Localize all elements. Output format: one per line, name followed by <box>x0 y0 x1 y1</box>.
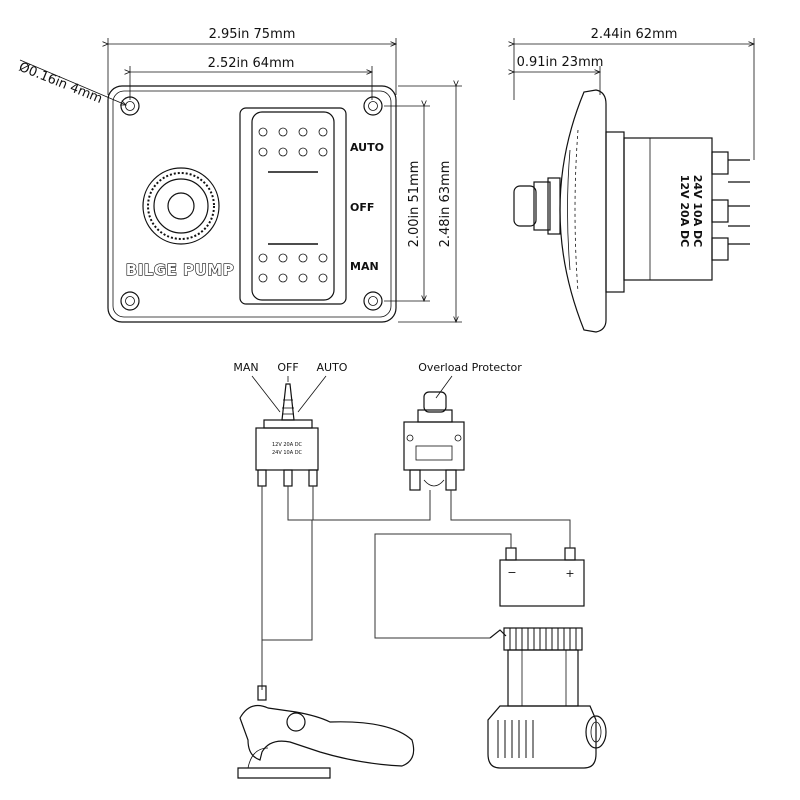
label-auto: AUTO <box>350 141 384 154</box>
side-breaker-knob <box>513 177 561 235</box>
dim-front-depth: 0.91in 23mm <box>514 55 603 95</box>
wiring-label-auto: AUTO <box>317 361 348 374</box>
screw-holes <box>120 96 383 311</box>
panel-inner-edge <box>112 90 392 318</box>
label-off: OFF <box>350 201 374 214</box>
dim-hole-spacing: 2.52in 64mm <box>130 56 372 100</box>
side-switch-body: 12V 20A DC 24V 10A DC <box>605 131 750 293</box>
protector-label: Overload Protector <box>418 361 522 374</box>
battery: − + <box>499 547 585 607</box>
side-view: 2.44in 62mm 0.91in 23mm <box>513 27 754 333</box>
dim-front-depth-label: 0.91in 23mm <box>517 55 604 70</box>
dim-hole-diameter-label: Ø0.16in 4mm <box>17 60 105 107</box>
wiring-toggle-switch: 12V 20A DC 24V 10A DC <box>255 383 319 487</box>
battery-plus: + <box>565 567 574 580</box>
dim-width: 2.95in 75mm <box>108 27 396 95</box>
rocker-switch <box>239 107 347 305</box>
wiring-diagram: MAN OFF AUTO 12V 20A DC 24V 10A DC Overl… <box>233 361 607 779</box>
dim-hole-vertical-label: 2.00in 51mm <box>407 161 422 248</box>
dim-height: 2.48in 63mm <box>398 86 462 322</box>
wiring-switch-rating-2: 24V 10A DC <box>272 450 303 456</box>
panel-plate <box>107 85 397 323</box>
dim-height-label: 2.48in 63mm <box>438 161 453 248</box>
breaker-button <box>142 167 220 245</box>
dim-hole-vertical: 2.00in 51mm <box>384 106 430 301</box>
wires <box>261 486 571 690</box>
label-man: MAN <box>350 260 379 273</box>
dim-depth: 2.44in 62mm <box>514 27 754 160</box>
brand-label: BILGE PUMP <box>126 261 234 279</box>
dim-width-label: 2.95in 75mm <box>209 27 296 42</box>
front-view: 2.95in 75mm 2.52in 64mm Ø0.16in 4mm <box>17 27 462 322</box>
float-switch <box>237 685 415 779</box>
wiring-label-off: OFF <box>277 361 298 374</box>
bilge-pump <box>487 627 607 769</box>
dim-depth-label: 2.44in 62mm <box>591 27 678 42</box>
wiring-switch-rating-1: 12V 20A DC <box>272 442 303 448</box>
led-dots-top <box>258 127 328 157</box>
side-rating-2: 24V 10A DC <box>691 175 704 248</box>
side-rating-1: 12V 20A DC <box>678 175 691 248</box>
overload-protector <box>403 391 465 491</box>
side-panel-profile <box>559 89 607 333</box>
led-dots-bottom <box>258 253 328 283</box>
dim-hole-spacing-label: 2.52in 64mm <box>208 56 295 71</box>
battery-minus: − <box>507 566 516 579</box>
wiring-label-man: MAN <box>233 361 258 374</box>
dim-hole-diameter: Ø0.16in 4mm <box>17 59 126 107</box>
